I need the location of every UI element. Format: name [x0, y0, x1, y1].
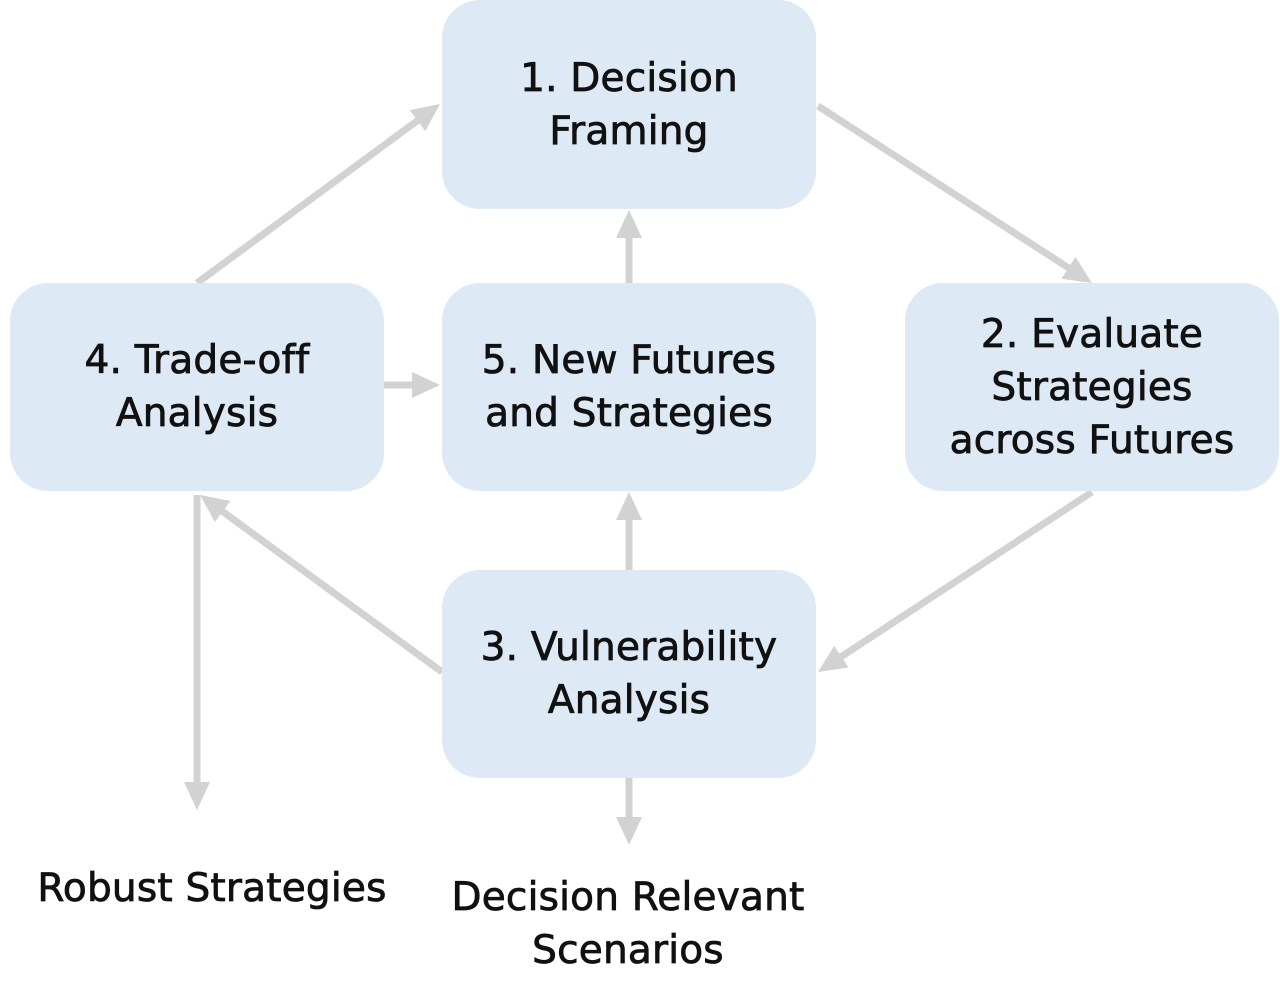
- arrow-tradeoff-to-framing-shaft: [194, 116, 422, 286]
- step-new-futures-strategies: 5. New Futures and Strategies: [442, 283, 816, 491]
- step-evaluate-strategies: 2. Evaluate Strategies across Futures: [905, 283, 1279, 491]
- arrow-vulnerability-to-new-futures-head: [616, 492, 642, 520]
- arrow-new-futures-to-framing: [616, 210, 642, 283]
- output-robust-strategies-line1: Robust Strategies: [37, 866, 387, 912]
- arrow-tradeoff-to-robust-head: [184, 782, 210, 810]
- arrow-evaluate-to-vulnerability-head: [818, 645, 849, 672]
- step-tradeoff-analysis: 4. Trade-off Analysis: [10, 283, 384, 491]
- arrow-vulnerability-to-tradeoff-head: [200, 495, 231, 523]
- step-tradeoff-line2: Analysis: [115, 391, 279, 437]
- step-vulnerability-line1: 3. Vulnerability: [480, 625, 778, 671]
- output-scenarios-line2: Scenarios: [532, 928, 724, 974]
- arrow-new-futures-to-framing-head: [616, 210, 642, 238]
- arrow-vulnerability-to-scenarios: [616, 778, 642, 845]
- arrow-evaluate-to-vulnerability-shaft: [837, 489, 1094, 661]
- step-evaluate-line1: 2. Evaluate: [980, 311, 1204, 357]
- arrow-framing-to-evaluate-shaft: [816, 103, 1073, 272]
- step-evaluate-line2: Strategies: [991, 364, 1193, 410]
- arrow-vulnerability-to-tradeoff-shaft: [218, 507, 445, 675]
- output-scenarios-line1: Decision Relevant: [451, 875, 805, 921]
- arrow-tradeoff-to-framing-head: [409, 104, 440, 132]
- arrow-framing-to-evaluate-head: [1061, 256, 1092, 283]
- step-vulnerability-analysis: 3. Vulnerability Analysis: [442, 570, 816, 778]
- arrow-vulnerability-to-scenarios-head: [616, 817, 642, 845]
- arrow-framing-to-evaluate: [816, 103, 1092, 283]
- step-decision-framing-line2: Framing: [549, 108, 709, 154]
- step-decision-framing-line1: 1. Decision: [520, 55, 738, 101]
- step-tradeoff-line1: 4. Trade-off: [84, 338, 310, 384]
- step-new-futures-line2: and Strategies: [485, 391, 773, 437]
- arrow-vulnerability-to-new-futures: [616, 492, 642, 570]
- arrow-tradeoff-to-framing: [194, 104, 440, 286]
- step-vulnerability-line2: Analysis: [547, 678, 711, 724]
- arrow-tradeoff-to-new-futures: [384, 372, 440, 398]
- output-robust-strategies: Robust Strategies: [10, 862, 414, 915]
- step-new-futures-line1: 5. New Futures: [481, 338, 777, 384]
- output-decision-relevant-scenarios: Decision Relevant Scenarios: [426, 871, 830, 977]
- step-evaluate-line3: across Futures: [949, 417, 1235, 463]
- arrow-tradeoff-to-new-futures-head: [412, 372, 440, 398]
- step-decision-framing: 1. Decision Framing: [442, 0, 816, 209]
- arrow-evaluate-to-vulnerability: [818, 489, 1094, 672]
- arrow-tradeoff-to-robust: [184, 495, 210, 810]
- arrow-vulnerability-to-tradeoff: [200, 495, 445, 675]
